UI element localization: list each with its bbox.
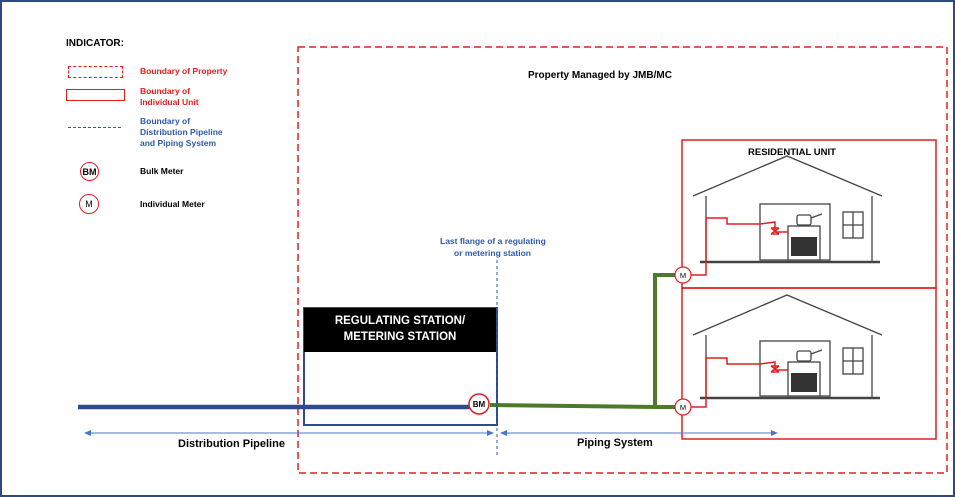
regulating-station-label: REGULATING STATION/ METERING STATION <box>304 308 496 352</box>
property-title: Property Managed by JMB/MC <box>528 70 672 81</box>
legend-boundary-unit-line2: Individual Unit <box>140 97 199 107</box>
individual-meter-legend-icon: M <box>79 194 99 214</box>
piping-system-upper <box>489 273 676 410</box>
piping-arrow-right-head <box>771 430 778 436</box>
distribution-arrow-right-head <box>487 430 494 436</box>
gas-line-lower <box>691 357 788 408</box>
legend-boundary-pipe-line3: and Piping System <box>140 138 217 148</box>
bulk-meter-icon <box>468 393 490 415</box>
legend-boundary-pipe-line1: Boundary of <box>140 116 191 126</box>
piping-system-label: Piping System <box>577 437 653 449</box>
property-boundary-symbol <box>68 66 123 78</box>
house-icon-upper <box>692 155 883 264</box>
legend-individual-meter: Individual Meter <box>140 199 205 209</box>
legend-boundary-unit-line1: Boundary of <box>140 86 191 96</box>
legend-bulk-meter: Bulk Meter <box>140 166 184 176</box>
residential-unit-boundary-lower <box>681 287 937 440</box>
pipeline-boundary-symbol <box>68 127 121 128</box>
residential-unit-boundary-upper <box>681 139 937 289</box>
legend-boundary-property: Boundary of Property <box>140 66 228 76</box>
gas-line-upper <box>691 217 788 276</box>
bulk-meter-label: BM <box>472 399 486 409</box>
station-label-line2: METERING STATION <box>343 331 457 343</box>
property-boundary <box>297 46 948 474</box>
distribution-pipeline-label: Distribution Pipeline <box>178 438 285 450</box>
legend-title: INDICATOR: <box>66 38 124 49</box>
flange-label-line2: or metering station <box>454 248 531 258</box>
legend-boundary-pipe-line2: Distribution Pipeline <box>140 127 223 137</box>
individual-meter-label-upper: M <box>679 270 687 280</box>
flange-label-line1: Last flange of a regulating <box>440 236 546 246</box>
piping-arrow-left-head <box>500 430 507 436</box>
residential-unit-label: RESIDENTIAL UNIT <box>748 147 836 158</box>
distribution-arrow-left-head <box>84 430 91 436</box>
unit-boundary-symbol <box>66 89 125 101</box>
station-label-line1: REGULATING STATION/ <box>334 315 466 327</box>
bulk-meter-legend-icon: BM <box>80 162 99 181</box>
individual-meter-label-lower: M <box>679 402 687 412</box>
house-icon-lower <box>692 294 883 400</box>
